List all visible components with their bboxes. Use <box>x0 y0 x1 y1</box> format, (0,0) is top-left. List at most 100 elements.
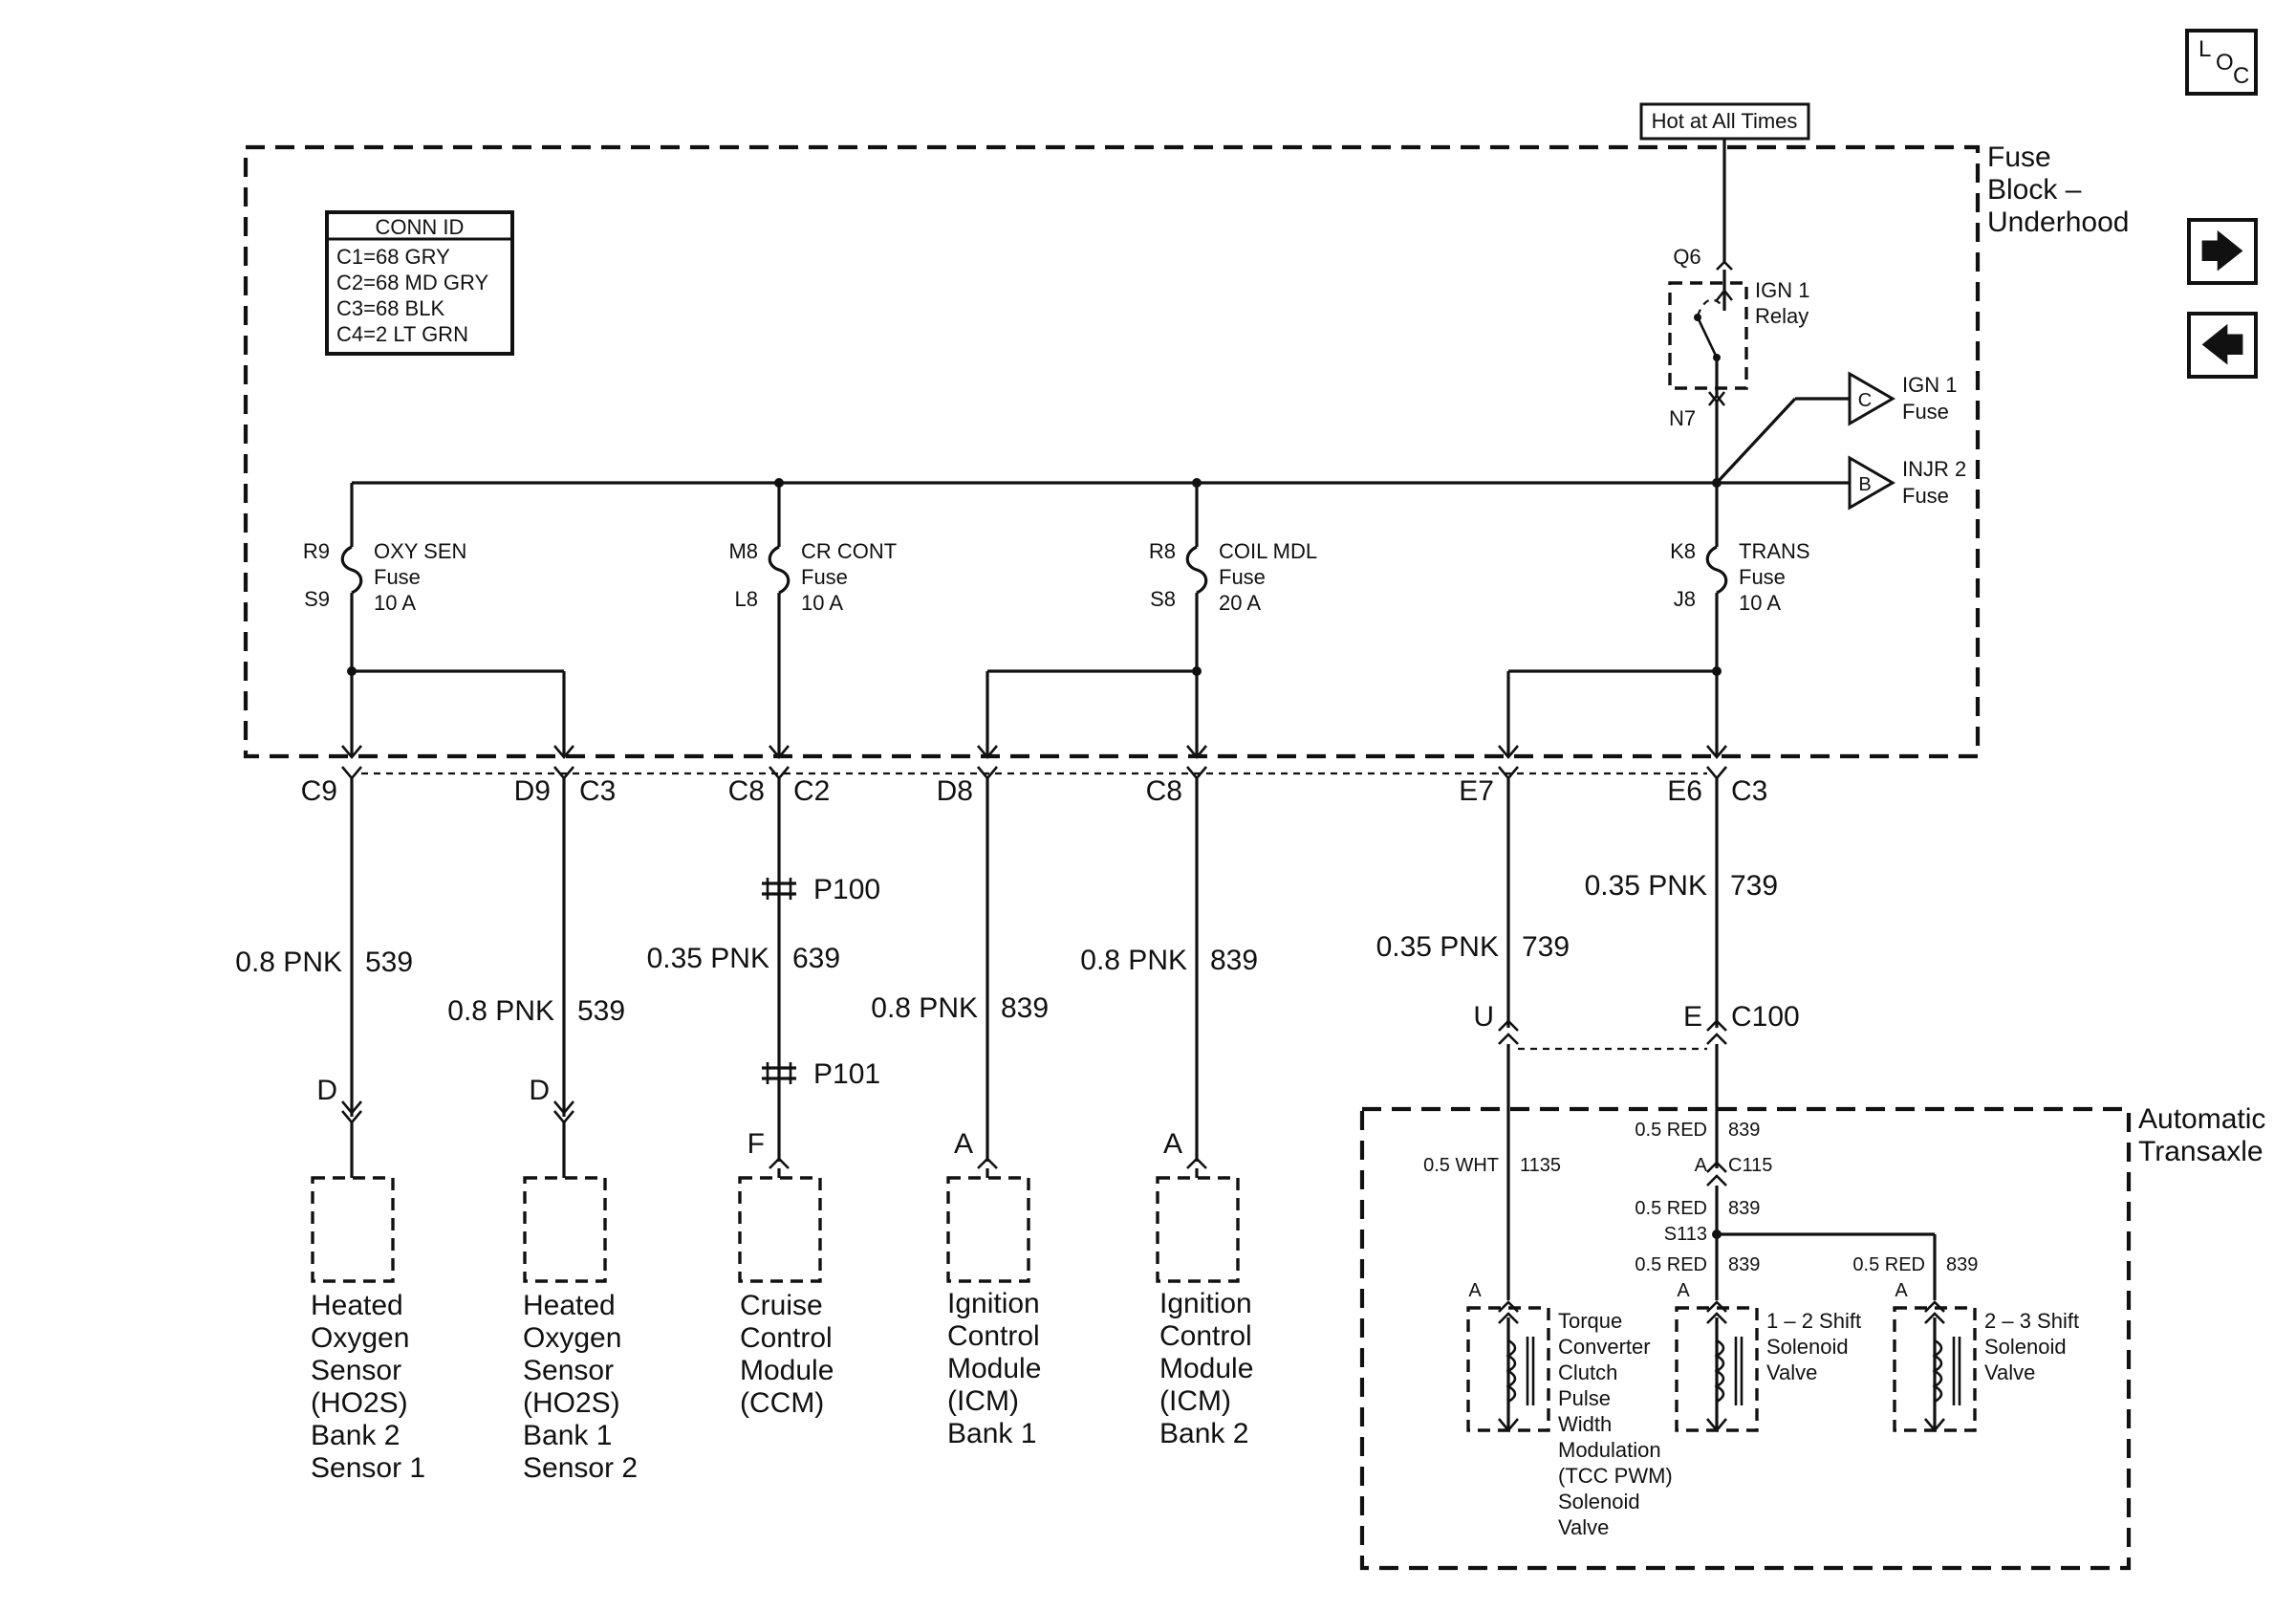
fuse-label: COIL MDL <box>1219 539 1317 563</box>
solenoid-tcc-pwm <box>1466 1300 1550 1433</box>
svg-text:Oxygen: Oxygen <box>311 1322 409 1354</box>
wire-color: 0.8 PNK <box>871 992 978 1024</box>
circuit-number: 839 <box>1001 992 1049 1024</box>
ign1-relay <box>1668 139 1748 483</box>
svg-text:Ignition: Ignition <box>947 1288 1040 1319</box>
transaxle-title-1: Automatic <box>2138 1103 2265 1135</box>
previous-page-button[interactable]: 🡄 <box>2187 312 2258 379</box>
wire-color: 0.8 PNK <box>1080 945 1187 976</box>
svg-text:(ICM): (ICM) <box>947 1385 1019 1417</box>
component-name-ccm: Cruise Control Module (CCM) <box>740 1290 834 1419</box>
fuse-oxy-sen <box>340 483 363 671</box>
solenoid-pin: A <box>1895 1280 1908 1301</box>
svg-text:Heated: Heated <box>523 1290 616 1321</box>
svg-text:Solenoid: Solenoid <box>1558 1490 1640 1513</box>
splice-label: P100 <box>813 874 880 905</box>
fuse-label: Fuse <box>374 565 421 589</box>
svg-text:(TCC PWM): (TCC PWM) <box>1558 1464 1673 1488</box>
wire-color: 0.5 RED <box>1635 1198 1707 1219</box>
pin-label: D9 <box>514 775 551 807</box>
fuse-pin-in: R9 <box>303 539 330 563</box>
arrow-right-icon: 🡆 <box>2199 226 2245 277</box>
fuse-block-title-1: Fuse <box>1987 142 2051 173</box>
splice-p100 <box>762 878 796 900</box>
svg-text:(HO2S): (HO2S) <box>311 1387 408 1419</box>
pin-label: C8 <box>728 775 765 807</box>
relay-pin-n7: N7 <box>1669 406 1696 430</box>
solenoid-pin: A <box>1468 1280 1482 1301</box>
loc-letter: O <box>2216 50 2234 76</box>
component-name-ho2s-b1s2: Heated Oxygen Sensor (HO2S) Bank 1 Senso… <box>523 1290 638 1484</box>
svg-text:Solenoid: Solenoid <box>1984 1335 2067 1359</box>
relay-name-2: Relay <box>1755 304 1809 328</box>
svg-text:Sensor: Sensor <box>311 1355 401 1386</box>
ref-c-label-2: Fuse <box>1902 400 1949 424</box>
fuse-label: OXY SEN <box>374 539 466 563</box>
pin-label: E7 <box>1459 775 1494 807</box>
fuse-label: Fuse <box>1219 565 1266 589</box>
svg-text:Module: Module <box>740 1355 834 1386</box>
circuit-number: 639 <box>792 943 840 974</box>
fuse-coil-mdl <box>1185 483 1208 671</box>
c115-label: C115 <box>1728 1155 1772 1176</box>
conn-id-table: CONN ID C1=68 GRY C2=68 MD GRY C3=68 BLK… <box>325 210 514 356</box>
circuit-wires <box>341 778 1727 1178</box>
svg-text:Bank 2: Bank 2 <box>311 1420 400 1451</box>
component-pin: D <box>316 1075 337 1106</box>
fuse-pin-out: J8 <box>1674 587 1696 611</box>
pin-label: C3 <box>579 775 616 807</box>
svg-text:Control: Control <box>1159 1320 1252 1352</box>
fuse-pin-out: S9 <box>304 587 330 611</box>
svg-text:Sensor 2: Sensor 2 <box>523 1452 638 1484</box>
wire-color: 0.5 RED <box>1635 1254 1707 1275</box>
svg-text:Heated: Heated <box>311 1290 403 1321</box>
c100-label: C100 <box>1731 1001 1800 1033</box>
fuse-label: 10 A <box>801 591 843 615</box>
component-box-icm-b1 <box>946 1176 1030 1283</box>
c100-pin-u: U <box>1473 1001 1494 1033</box>
next-page-button[interactable]: 🡆 <box>2187 218 2258 285</box>
component-name-icm-b1: Ignition Control Module (ICM) Bank 1 <box>947 1288 1041 1449</box>
pin-label: C3 <box>1731 775 1767 807</box>
svg-text:Oxygen: Oxygen <box>523 1322 621 1354</box>
wire-color: 0.35 PNK <box>647 943 769 974</box>
fuse-trans <box>1705 483 1728 671</box>
ref-b-label-1: INJR 2 <box>1902 457 1966 481</box>
solenoid-2-3-shift <box>1893 1300 1977 1433</box>
arrow-left-icon: 🡄 <box>2199 319 2245 371</box>
svg-text:Sensor: Sensor <box>523 1355 614 1386</box>
svg-text:Valve: Valve <box>1558 1515 1609 1539</box>
svg-text:Module: Module <box>1159 1353 1253 1384</box>
wire-color: 0.8 PNK <box>235 947 342 978</box>
branch-wiring <box>347 666 1722 755</box>
circuit-number: 1135 <box>1520 1155 1561 1176</box>
circuit-number: 839 <box>1210 945 1258 976</box>
conn-id-row: C4=2 LT GRN <box>336 322 468 346</box>
fuse-block-boundary <box>243 144 1981 759</box>
ref-injr2-fuse <box>1717 455 1895 511</box>
wire-color: 0.5 RED <box>1852 1254 1925 1275</box>
svg-text:Width: Width <box>1558 1412 1612 1436</box>
conn-id-row: C1=68 GRY <box>336 245 450 269</box>
transaxle-wiring <box>1506 1044 1937 1300</box>
component-box-icm-b2 <box>1156 1176 1240 1283</box>
component-pin: A <box>1163 1128 1182 1160</box>
circuit-number: 739 <box>1730 870 1778 902</box>
fuse-label: Fuse <box>801 565 848 589</box>
location-button[interactable]: L O C <box>2185 29 2258 96</box>
transaxle-title-2: Transaxle <box>2138 1136 2264 1167</box>
splice-p101 <box>762 1062 796 1084</box>
svg-text:Module: Module <box>947 1353 1041 1384</box>
ref-ign1-fuse <box>1715 371 1895 485</box>
circuit-number: 839 <box>1946 1254 1978 1275</box>
svg-text:Control: Control <box>740 1322 833 1354</box>
fuse-label: 10 A <box>374 591 416 615</box>
solenoid-name-2-3: 2 – 3 Shift Solenoid Valve <box>1984 1309 2079 1384</box>
component-box-ho2s-b2s1 <box>311 1176 395 1283</box>
c100-pin-e: E <box>1683 1001 1702 1033</box>
wire-color: 0.5 RED <box>1635 1120 1707 1141</box>
svg-text:Solenoid: Solenoid <box>1766 1335 1849 1359</box>
svg-text:Valve: Valve <box>1984 1361 2035 1384</box>
splice-label: P101 <box>813 1058 880 1090</box>
